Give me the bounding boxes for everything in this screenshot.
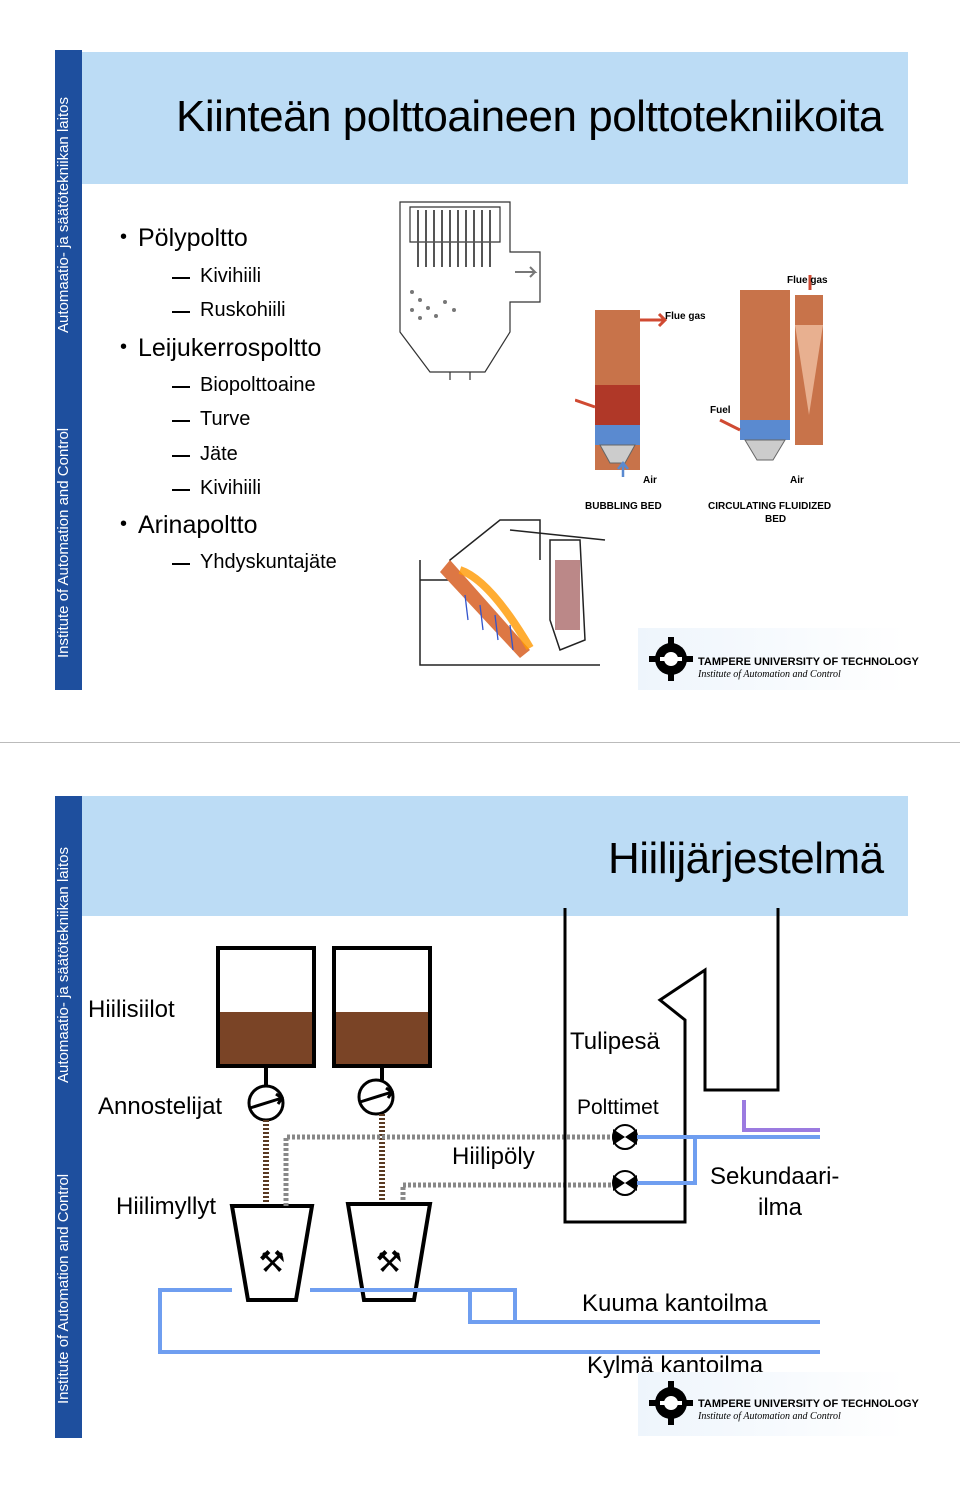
tut-gear-logo-1: [649, 637, 693, 681]
slide1-title: Kiinteän polttoaineen polttotekniikoita: [176, 92, 884, 141]
bullet-pulverized: Pölypoltto: [120, 224, 248, 253]
bullet-fluidized-bed: Leijukerrospoltto: [120, 334, 321, 363]
furnace-outline: [563, 908, 780, 1224]
circulating-air-label: Air: [790, 475, 804, 486]
feeder-pump-2: [357, 1078, 395, 1116]
subbullet-coal-2: Kivihiili: [171, 477, 262, 499]
slide2-title-bar: [82, 796, 908, 916]
burner-2: [612, 1170, 638, 1196]
slide2-university-name: TAMPERE UNIVERSITY OF TECHNOLOGY: [698, 1398, 919, 1410]
fluidized-bed-diagrams: Flue gas Air BUBBLING BED Flue gas Fuel …: [575, 275, 831, 525]
circulating-bed-label-2: BED: [765, 514, 786, 525]
subbullet-peat: Turve: [171, 408, 251, 430]
hammer-icon: ⚒: [259, 1246, 286, 1279]
slide2-title: Hiilijärjestelmä: [608, 834, 884, 883]
label-secondary-air-2: ilma: [758, 1194, 803, 1221]
circulating-bed-label-1: CIRCULATING FLUIDIZED: [708, 501, 831, 512]
label-coal-silos: Hiilisiilot: [88, 996, 175, 1023]
slide1-institute-name: Institute of Automation and Control: [698, 669, 841, 680]
circulating-fuel-label: Fuel: [710, 405, 731, 416]
slide2-sidebar-english: Institute of Automation and Control: [55, 1173, 72, 1405]
slide2-sidebar-finnish: Automaatio- ja säätötekniikan laitos: [55, 847, 72, 1083]
label-coal-mills: Hiilimyllyt: [116, 1193, 216, 1220]
coal-mill-1: ⚒: [229, 1204, 315, 1302]
coal-mill-2: ⚒: [345, 1202, 433, 1302]
label-feeders: Annostelijat: [98, 1093, 223, 1120]
label-burners: Polttimet: [577, 1096, 659, 1119]
bubbling-bed-label: BUBBLING BED: [585, 501, 662, 512]
bubbling-air-label: Air: [643, 475, 657, 486]
hammer-icon: ⚒: [376, 1246, 403, 1279]
slide2-sidebar: [55, 796, 82, 1438]
coal-system-diagram: ⚒ ⚒: [158, 908, 820, 1354]
grate-firing-drawing: [419, 519, 606, 666]
feeder-pump-1: [247, 1084, 285, 1122]
slide1-sidebar-finnish: Automaatio- ja säätötekniikan laitos: [55, 97, 72, 333]
tut-gear-logo-2: [649, 1381, 693, 1425]
subbullet-coal-1: Kivihiili: [171, 265, 262, 287]
slide2-institute-name: Institute of Automation and Control: [698, 1411, 841, 1422]
circulating-flue-gas-label: Flue gas: [787, 275, 828, 286]
bullet-grate-firing: Arinapoltto: [120, 511, 257, 540]
slide-divider: [0, 742, 960, 743]
bubbling-flue-gas-label: Flue gas: [665, 311, 706, 322]
coal-silo-1: [216, 946, 316, 1068]
label-secondary-air-1: Sekundaari-: [710, 1163, 840, 1190]
label-hot-carrier-air: Kuuma kantoilma: [582, 1290, 768, 1317]
slide1-title-bar: [82, 52, 908, 184]
coal-silo-2: [332, 946, 432, 1068]
slide1-sidebar-english: Institute of Automation and Control: [55, 427, 72, 658]
subbullet-lignite: Ruskohiili: [172, 299, 286, 321]
subbullet-waste: Jäte: [172, 443, 238, 465]
pulverized-boiler-drawing: [399, 201, 541, 380]
label-furnace: Tulipesä: [570, 1028, 660, 1055]
slide1-sidebar: [55, 50, 82, 690]
label-coal-dust: Hiilipöly: [452, 1143, 535, 1170]
subbullet-municipal-waste: Yhdyskuntajäte: [172, 551, 337, 573]
burner-1: [612, 1124, 638, 1150]
slide1-university-name: TAMPERE UNIVERSITY OF TECHNOLOGY: [698, 656, 919, 668]
subbullet-biofuel: Biopolttoaine: [172, 374, 316, 396]
